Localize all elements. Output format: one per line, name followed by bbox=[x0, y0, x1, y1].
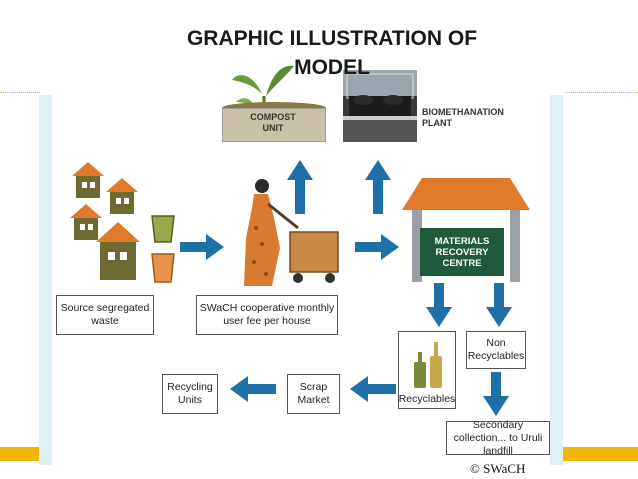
compost-unit-label: COMPOST UNIT bbox=[250, 112, 296, 133]
biomethanation-plant-photo bbox=[343, 70, 417, 142]
arrow-right-icon bbox=[180, 234, 224, 260]
arrow-up-icon bbox=[287, 160, 313, 214]
secondary-collection-box: Secondary collection... to Uruli landfil… bbox=[446, 419, 550, 457]
arrow-up-icon bbox=[365, 160, 391, 214]
arrow-left-icon bbox=[230, 376, 276, 402]
recyclables-label: Recyclables bbox=[398, 393, 456, 405]
bottles-icon bbox=[414, 342, 442, 388]
waste-picker-with-cart-illustration bbox=[244, 179, 339, 286]
houses-illustration bbox=[70, 162, 140, 280]
mrc-sign: MATERIALS RECOVERY CENTRE bbox=[420, 228, 504, 276]
compost-unit-illustration bbox=[222, 65, 326, 142]
accent-band-left bbox=[0, 447, 39, 461]
divider-line-right bbox=[565, 92, 638, 93]
recycling-units-box: Recycling Units bbox=[162, 374, 218, 414]
accent-band-right bbox=[563, 447, 638, 461]
materials-recovery-centre-building bbox=[402, 178, 530, 282]
non-recyclables-box: Non Recyclables bbox=[466, 331, 526, 369]
swach-user-fee-box: SWaCH cooperative monthly user fee per h… bbox=[196, 295, 338, 335]
divider-line-left bbox=[0, 92, 40, 93]
recyclables-box: Recyclables bbox=[398, 331, 456, 409]
scrap-market-box: Scrap Market bbox=[287, 374, 340, 414]
biomethanation-plant-label: BIOMETHANATION PLANT bbox=[422, 107, 504, 128]
arrow-down-icon bbox=[486, 283, 512, 327]
arrow-down-icon bbox=[426, 283, 452, 327]
page-title: GRAPHIC ILLUSTRATION OF MODEL bbox=[186, 27, 478, 79]
waste-bins-icon bbox=[151, 215, 175, 283]
copyright-notice: © SWaCH bbox=[470, 461, 526, 476]
arrow-left-icon bbox=[350, 376, 396, 402]
source-segregated-waste-box: Source segregated waste bbox=[56, 295, 154, 335]
arrow-right-icon bbox=[355, 234, 399, 260]
arrow-down-icon bbox=[483, 372, 509, 416]
